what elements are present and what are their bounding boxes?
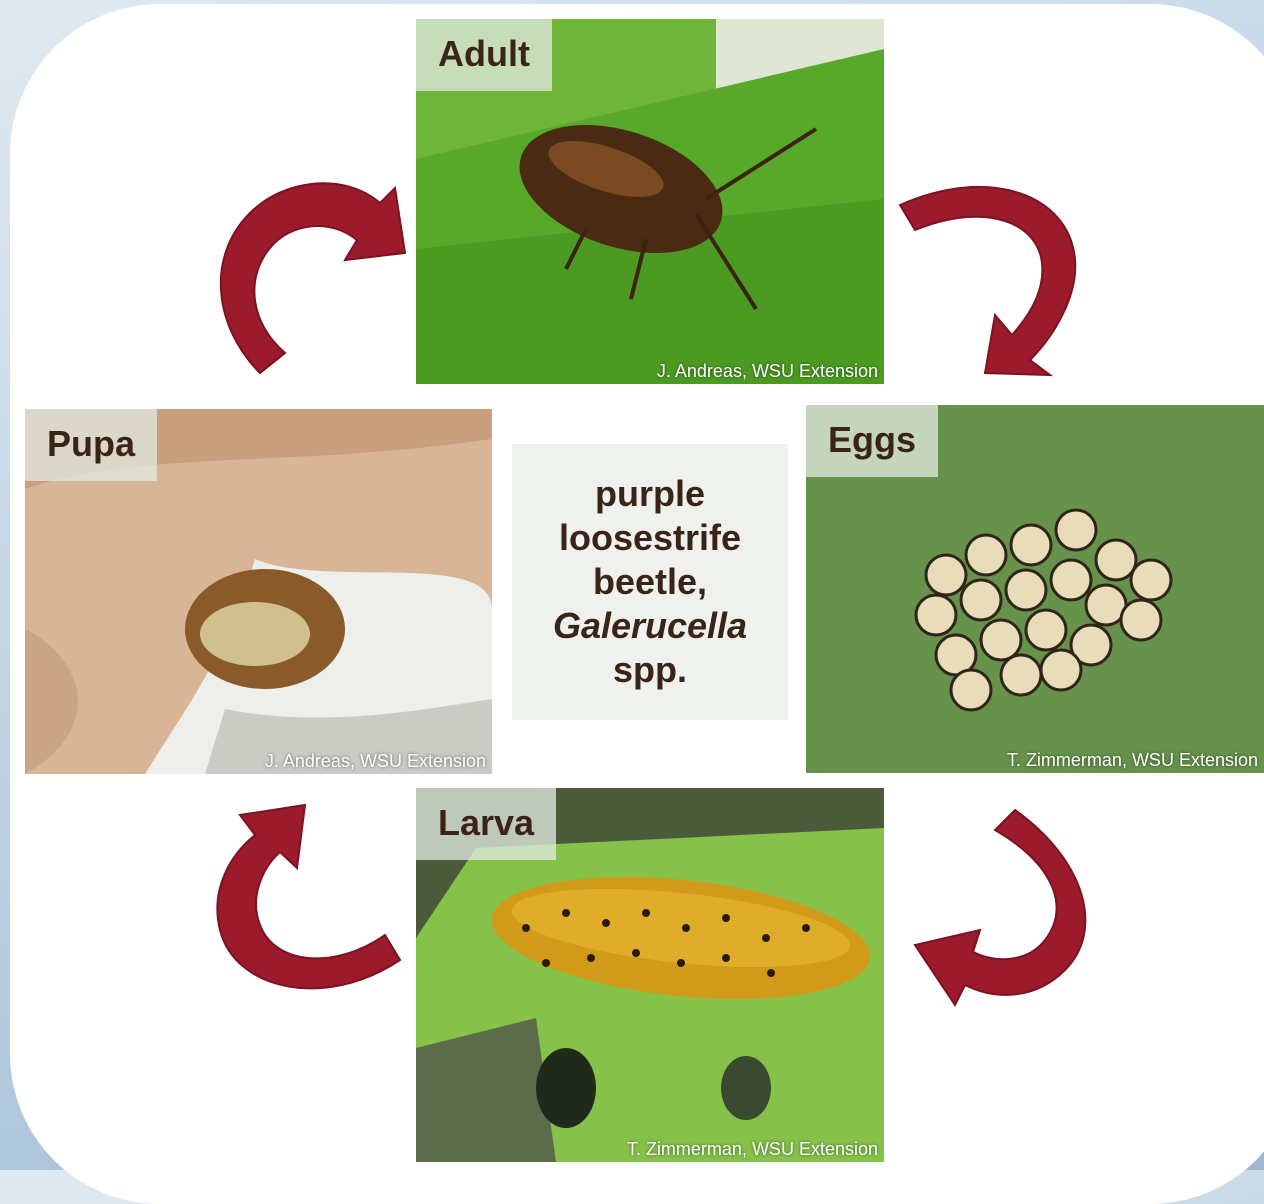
pupa-photo: Pupa J. Andreas, WSU Extension	[25, 409, 492, 774]
species-title-line-2: loosestrife	[559, 516, 741, 560]
adult-photo-credit: J. Andreas, WSU Extension	[657, 361, 878, 382]
larva-label: Larva	[416, 788, 556, 860]
larva-photo-credit: T. Zimmerman, WSU Extension	[627, 1139, 878, 1160]
curved-arrow-icon	[205, 800, 415, 1010]
species-title-line-5: spp.	[613, 648, 687, 692]
pupa-label: Pupa	[25, 409, 157, 481]
curved-arrow-icon	[905, 800, 1105, 1010]
curved-arrow-icon	[205, 178, 415, 378]
species-title-box: purple loosestrife beetle, Galerucella s…	[512, 444, 788, 720]
adult-photo: Adult J. Andreas, WSU Extension	[416, 19, 884, 384]
adult-label: Adult	[416, 19, 552, 91]
species-title-line-3: beetle,	[593, 560, 707, 604]
pupa-photo-credit: J. Andreas, WSU Extension	[265, 751, 486, 772]
species-title-line-1: purple	[595, 472, 705, 516]
species-genus-name: Galerucella	[553, 604, 747, 648]
curved-arrow-icon	[890, 175, 1090, 385]
eggs-photo: Eggs T. Zimmerman, WSU Extension	[806, 405, 1264, 773]
eggs-label: Eggs	[806, 405, 938, 477]
larva-photo: Larva T. Zimmerman, WSU Extension	[416, 788, 884, 1162]
eggs-photo-credit: T. Zimmerman, WSU Extension	[1007, 750, 1258, 771]
